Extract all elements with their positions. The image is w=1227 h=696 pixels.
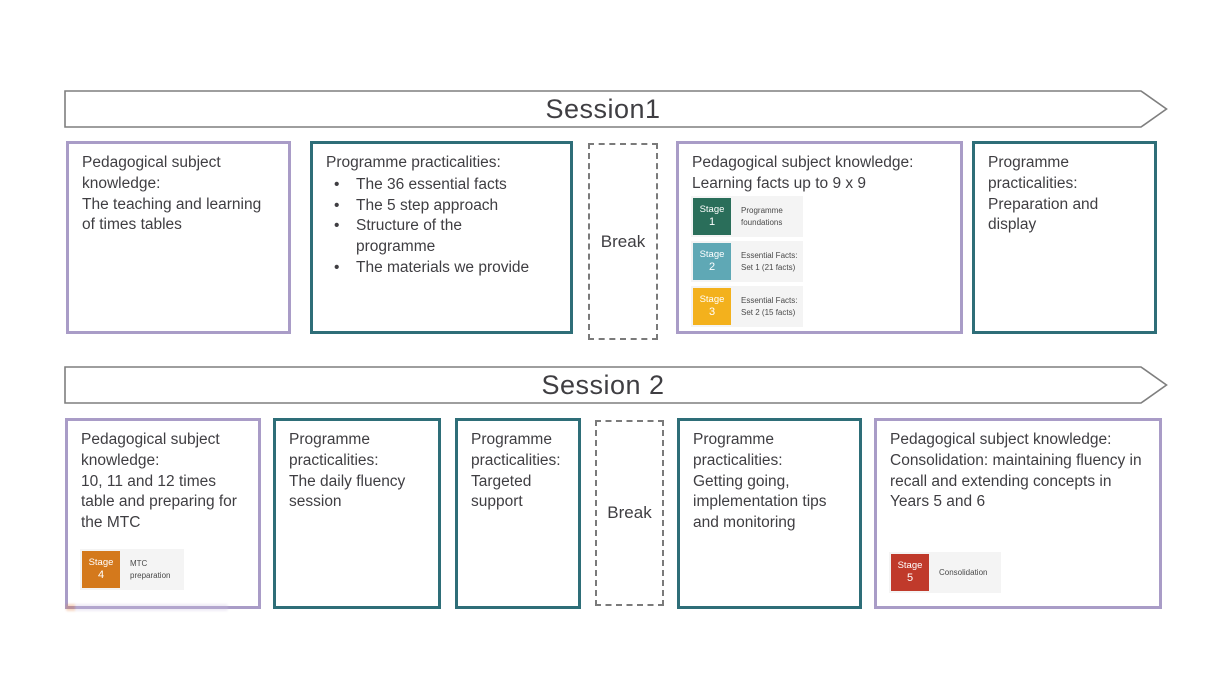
clipped-logo-fragment: [66, 604, 228, 611]
bullet-item: The 5 step approach: [326, 196, 557, 217]
card-practicalities-prep: Programme practicalities: Preparation an…: [972, 141, 1157, 334]
card-psk-learning-facts: Pedagogical subject knowledge: Learning …: [676, 141, 963, 334]
card-body: Getting going, implementation tips and m…: [693, 472, 827, 532]
session1-banner: Session1: [64, 90, 1168, 128]
card-practicalities-overview: Programme practicalities: The 36 essenti…: [310, 141, 573, 334]
card-heading: Programme practicalities:: [988, 154, 1078, 192]
card-body: The teaching and learning of times table…: [82, 195, 262, 234]
stage-number: 4: [97, 568, 105, 581]
stage-5-badge: Stage 5: [891, 554, 929, 591]
card-heading: Programme practicalities:: [693, 431, 783, 469]
bullet-list: The 36 essential facts The 5 step approa…: [326, 175, 557, 279]
card-body: Preparation and display: [988, 195, 1099, 234]
stage-word: Stage: [699, 203, 725, 215]
session2-banner-arrow: [64, 366, 1168, 404]
stage-list: Stage 4 MTC preparation: [80, 549, 184, 594]
bullet-item: The 36 essential facts: [326, 175, 557, 196]
stage-number: 2: [708, 260, 716, 273]
card-heading: Pedagogical subject knowledge:: [890, 431, 1112, 448]
stage-row: Stage 4 MTC preparation: [80, 549, 184, 590]
stage-label: Essential Facts: Set 1 (21 facts): [741, 250, 798, 272]
stage-2-badge: Stage 2: [693, 243, 731, 280]
card-heading: Pedagogical subject knowledge:: [82, 154, 221, 192]
stage-number: 3: [708, 305, 716, 318]
stage-row: Stage 1 Programme foundations: [691, 196, 803, 237]
stage-row: Stage 3 Essential Facts: Set 2 (15 facts…: [691, 286, 803, 327]
session1-banner-arrow: [64, 90, 1168, 128]
card-heading: Programme practicalities:: [471, 431, 561, 469]
break-label: Break: [600, 231, 646, 251]
card-practicalities-fluency: Programme practicalities: The daily flue…: [273, 418, 441, 609]
card-practicalities-implementation: Programme practicalities: Getting going,…: [677, 418, 862, 609]
session2-title: Session 2: [541, 369, 665, 400]
break-label: Break: [607, 503, 652, 522]
session2-banner: Session 2: [64, 366, 1168, 404]
stage-word: Stage: [699, 248, 725, 260]
card-body: Targeted support: [471, 472, 532, 511]
card-heading: Programme practicalities:: [326, 154, 501, 171]
stage-list: Stage 5 Consolidation: [889, 552, 1001, 597]
stage-number: 1: [708, 215, 716, 228]
card-body: The daily fluency session: [289, 472, 406, 511]
card-psk-consolidation: Pedagogical subject knowledge: Consolida…: [874, 418, 1162, 609]
session1-title: Session1: [545, 93, 661, 124]
break-box-session2: Break: [595, 420, 664, 606]
stage-word: Stage: [88, 556, 114, 568]
bullet-item: Structure of the programme: [326, 216, 557, 258]
card-heading: Pedagogical subject knowledge:: [81, 431, 220, 469]
card-heading: Programme practicalities:: [289, 431, 379, 469]
bullet-item: The materials we provide: [326, 258, 557, 279]
stage-word: Stage: [897, 559, 923, 571]
stage-list: Stage 1 Programme foundations Stage 2 Es…: [691, 196, 803, 331]
card-body: 10, 11 and 12 times table and preparing …: [81, 472, 237, 532]
card-practicalities-support: Programme practicalities: Targeted suppo…: [455, 418, 581, 609]
stage-row: Stage 5 Consolidation: [889, 552, 1001, 593]
card-psk-mtc: Pedagogical subject knowledge: 10, 11 an…: [65, 418, 261, 609]
card-body: Learning facts up to 9 x 9: [692, 174, 867, 192]
stage-1-badge: Stage 1: [693, 198, 731, 235]
stage-number: 5: [906, 571, 914, 584]
stage-3-badge: Stage 3: [693, 288, 731, 325]
stage-label: MTC preparation: [130, 558, 171, 580]
stage-row: Stage 2 Essential Facts: Set 1 (21 facts…: [691, 241, 803, 282]
stage-label: Essential Facts: Set 2 (15 facts): [741, 295, 798, 317]
break-box-session1: Break: [588, 143, 658, 340]
card-psk-times-tables: Pedagogical subject knowledge: The teach…: [66, 141, 291, 334]
card-body: Consolidation: maintaining fluency in re…: [890, 451, 1142, 511]
card-heading: Pedagogical subject knowledge:: [692, 154, 914, 171]
stage-4-badge: Stage 4: [82, 551, 120, 588]
stage-label: Programme foundations: [741, 205, 783, 227]
stage-label: Consolidation: [939, 567, 988, 577]
stage-word: Stage: [699, 293, 725, 305]
